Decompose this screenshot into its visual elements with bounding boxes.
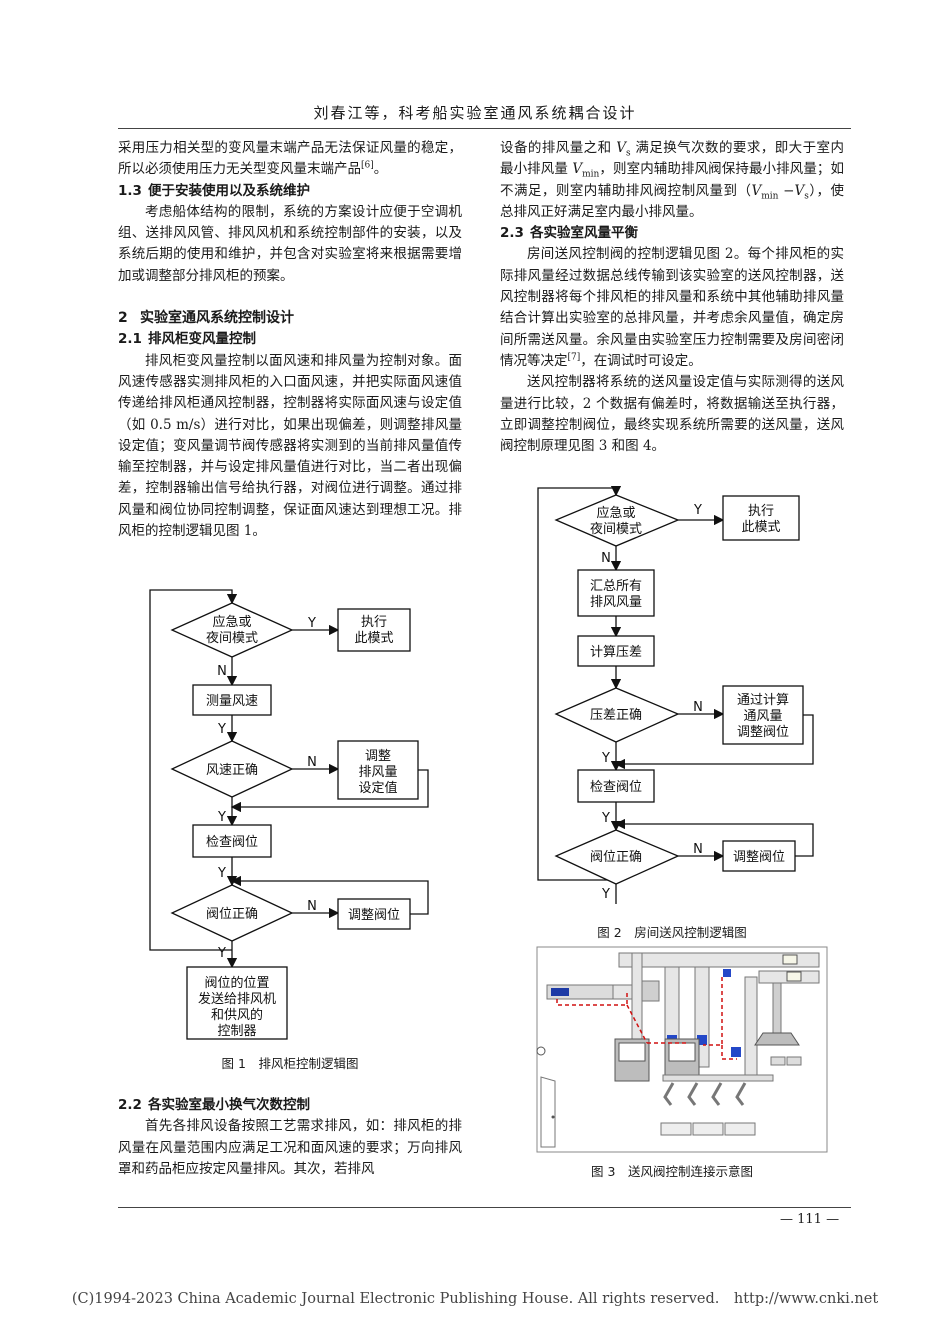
- fig1-adjvalve: 调整阀位: [348, 908, 400, 923]
- svg-text:Y: Y: [217, 810, 226, 825]
- figure-3-caption: 图 3 送风阀控制连接示意图: [591, 1164, 753, 1179]
- copyright-footer: (C)1994-2023 China Academic Journal Elec…: [71, 1291, 879, 1307]
- svg-text:阀位正确: 阀位正确: [590, 850, 642, 865]
- svg-text:Y: Y: [217, 946, 226, 961]
- running-head: 刘春江等，科考船实验室通风系统耦合设计: [313, 104, 637, 122]
- fig1-exec-line1: 执行: [361, 615, 387, 630]
- svg-text:控制器: 控制器: [217, 1024, 256, 1039]
- fig1-d3: 阀位正确: [206, 907, 258, 922]
- fig1-n-label: N: [217, 664, 227, 679]
- fig1-check: 检查阀位: [206, 835, 258, 850]
- fig1-exec-line2: 此模式: [354, 631, 393, 646]
- svg-text:N: N: [601, 551, 611, 566]
- fig1-d2: 风速正确: [206, 763, 258, 778]
- svg-text:通过计算: 通过计算: [737, 693, 789, 708]
- figure-1-caption: 图 1 排风柜控制逻辑图: [221, 1056, 359, 1071]
- section-2-3-paragraph-2: 送风控制器将系统的送风量设定值与实际测得的送风量进行比较，2 个数据有偏差时，将…: [500, 374, 844, 455]
- svg-text:汇总所有: 汇总所有: [590, 579, 642, 594]
- decision-mode-diamond: [170, 602, 294, 658]
- svg-text:Y: Y: [601, 811, 610, 826]
- fig1-measure: 测量风速: [206, 694, 258, 709]
- right-continuation-paragraph: 设备的排风量之和 Vs 满足换气次数的要求，即大于室内最小排风量 Vmin，则室…: [500, 140, 845, 220]
- svg-text:设定值: 设定值: [358, 780, 397, 796]
- svg-text:排风量: 排风量: [358, 765, 397, 780]
- svg-text:夜间模式: 夜间模式: [590, 522, 642, 537]
- svg-text:调整: 调整: [365, 749, 391, 764]
- section-2-1-paragraph: 排风柜变风量控制以面风速和排风量为控制对象。面风速传感器实测排风柜的入口面风速，…: [118, 352, 462, 540]
- svg-text:调整阀位: 调整阀位: [737, 725, 789, 740]
- svg-text:Y: Y: [601, 887, 610, 902]
- svg-text:Y: Y: [217, 722, 226, 737]
- fig1-d1-line1: 应急或: [212, 614, 251, 630]
- left-intro-paragraph: 采用压力相关型的变风量末端产品无法保证风量的稳定，所以必须使用压力无关型变风量末…: [118, 140, 462, 178]
- svg-text:执行: 执行: [748, 504, 774, 519]
- figure-1-flowchart: 应急或 夜间模式 Y 执行 此模式 N 测量风速 Y 风速正确 N 调整 排风量…: [140, 585, 440, 1045]
- header-rule: [118, 128, 851, 129]
- page-number: — 111 —: [780, 1212, 840, 1227]
- svg-text:此模式: 此模式: [741, 520, 780, 535]
- svg-text:排风风量: 排风风量: [590, 595, 642, 610]
- fig1-d1-line2: 夜间模式: [206, 631, 258, 646]
- svg-text:应急或: 应急或: [596, 505, 635, 521]
- left-column: 采用压力相关型的变风量末端产品无法保证风量的稳定，所以必须使用压力无关型变风量末…: [118, 138, 462, 542]
- svg-text:发送给排风机: 发送给排风机: [198, 991, 276, 1007]
- section-2-3-paragraph-1: 房间送风控制阀的控制逻辑见图 2。每个排风柜的实际排风量经过数据总线传输到该实验…: [500, 246, 844, 369]
- section-2-2-paragraph: 首先各排风设备按照工艺需求排风，如：排风柜的排风量在风量范围内应满足工况和面风速…: [118, 1118, 462, 1177]
- svg-text:检查阀位: 检查阀位: [590, 780, 642, 795]
- svg-text:Y: Y: [693, 503, 702, 518]
- svg-text:N: N: [693, 842, 703, 857]
- svg-text:压差正确: 压差正确: [590, 708, 642, 723]
- svg-text:Y: Y: [601, 751, 610, 766]
- fig1-y-label: Y: [307, 616, 316, 631]
- svg-text:阀位的位置: 阀位的位置: [204, 975, 269, 991]
- svg-text:N: N: [307, 755, 317, 770]
- figure-3-schematic: [536, 946, 828, 1157]
- footer-rule: [118, 1207, 851, 1208]
- svg-text:调整阀位: 调整阀位: [733, 850, 785, 865]
- section-1-3-paragraph: 考虑船体结构的限制，系统的方案设计应便于空调机组、送排风风管、排风风机和系统控制…: [118, 203, 462, 284]
- figure-2-caption: 图 2 房间送风控制逻辑图: [597, 925, 747, 940]
- svg-text:和供风的: 和供风的: [211, 1007, 263, 1023]
- svg-text:Y: Y: [217, 866, 226, 881]
- svg-text:N: N: [307, 899, 317, 914]
- svg-text:N: N: [693, 700, 703, 715]
- figure-2-flowchart: 应急或 夜间模式 Y 执行 此模式 N 汇总所有 排风风量 计算压差 压差正确 …: [528, 480, 828, 910]
- right-column: 设备的排风量之和 Vs 满足换气次数的要求，即大于室内最小排风量 Vmin，则室…: [500, 138, 844, 457]
- fig2-calc: 计算压差: [590, 645, 642, 660]
- svg-text:通风量: 通风量: [743, 709, 782, 724]
